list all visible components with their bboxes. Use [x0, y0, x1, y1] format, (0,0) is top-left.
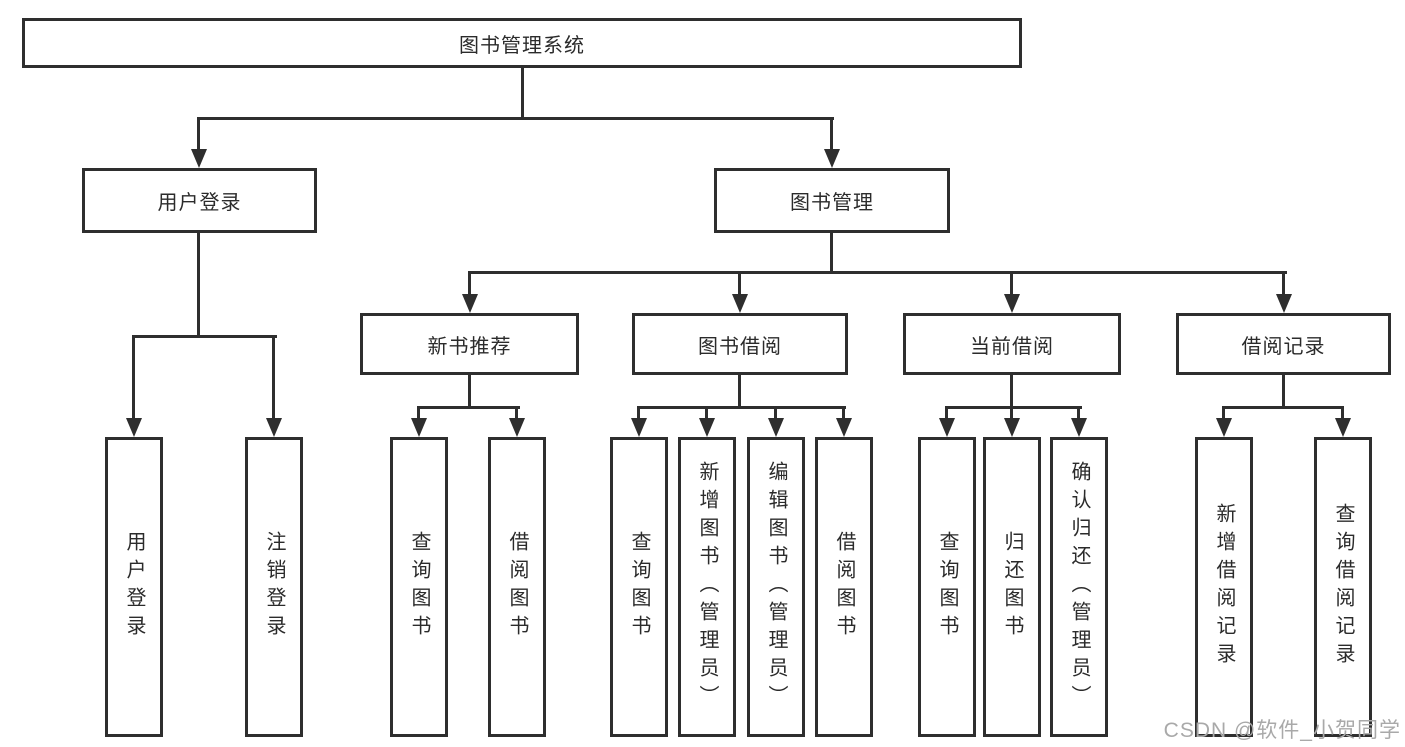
node-new-book-recommend: 新书推荐: [360, 313, 579, 375]
connector-line: [272, 335, 275, 420]
connector-line: [468, 271, 471, 297]
leaf-cb-query-books: 查询图书: [918, 437, 976, 737]
connector-line: [738, 375, 741, 409]
node-borrow-records: 借阅记录: [1176, 313, 1391, 375]
connector-line: [1010, 406, 1013, 420]
connector-line: [1222, 406, 1225, 420]
arrow-down-icon: [411, 418, 427, 437]
node-current-borrow: 当前借阅: [903, 313, 1121, 375]
arrow-down-icon: [266, 418, 282, 437]
leaf-nbr-query-books: 查询图书: [390, 437, 448, 737]
connector-line: [515, 406, 518, 420]
connector-line: [1222, 406, 1344, 409]
connector-line: [705, 406, 708, 420]
leaf-cb-return-books: 归还图书: [983, 437, 1041, 737]
connector-line: [197, 117, 834, 120]
connector-line: [637, 406, 846, 409]
node-user-login: 用户登录: [82, 168, 317, 233]
connector-line: [521, 68, 524, 120]
connector-line: [842, 406, 845, 420]
arrow-down-icon: [939, 418, 955, 437]
connector-line: [468, 271, 1287, 274]
arrow-down-icon: [1216, 418, 1232, 437]
arrow-down-icon: [1335, 418, 1351, 437]
arrow-down-icon: [509, 418, 525, 437]
connector-line: [468, 375, 471, 409]
leaf-bb-add-books-admin: 新增图书（管理员）: [678, 437, 736, 737]
connector-line: [417, 406, 520, 409]
arrow-down-icon: [732, 294, 748, 313]
connector-line: [197, 117, 200, 150]
leaf-br-add-record: 新增借阅记录: [1195, 437, 1253, 737]
connector-line: [1282, 375, 1285, 409]
connector-line: [1341, 406, 1344, 420]
connector-line: [1010, 271, 1013, 297]
arrow-down-icon: [191, 149, 207, 168]
leaf-bb-query-books: 查询图书: [610, 437, 668, 737]
connector-line: [945, 406, 948, 420]
node-book-borrow: 图书借阅: [632, 313, 848, 375]
leaf-br-query-record: 查询借阅记录: [1314, 437, 1372, 737]
connector-line: [738, 271, 741, 297]
arrow-down-icon: [768, 418, 784, 437]
arrow-down-icon: [1071, 418, 1087, 437]
connector-line: [945, 406, 1082, 409]
connector-line: [637, 406, 640, 420]
node-book-management: 图书管理: [714, 168, 950, 233]
connector-line: [774, 406, 777, 420]
arrow-down-icon: [631, 418, 647, 437]
arrow-down-icon: [1004, 294, 1020, 313]
arrow-down-icon: [1004, 418, 1020, 437]
arrow-down-icon: [126, 418, 142, 437]
csdn-watermark: CSDN @软件_小贺同学: [1163, 719, 1401, 742]
connector-line: [1282, 271, 1285, 297]
leaf-nbr-borrow-books: 借阅图书: [488, 437, 546, 737]
leaf-cb-confirm-return-admin: 确认归还（管理员）: [1050, 437, 1108, 737]
leaf-user-login: 用户登录: [105, 437, 163, 737]
connector-line: [1077, 406, 1080, 420]
leaf-bb-borrow-books: 借阅图书: [815, 437, 873, 737]
arrow-down-icon: [1276, 294, 1292, 313]
node-root: 图书管理系统: [22, 18, 1022, 68]
connector-line: [1010, 375, 1013, 409]
arrow-down-icon: [824, 149, 840, 168]
arrow-down-icon: [699, 418, 715, 437]
arrow-down-icon: [462, 294, 478, 313]
arrow-down-icon: [836, 418, 852, 437]
connector-line: [830, 117, 833, 150]
leaf-logout: 注销登录: [245, 437, 303, 737]
connector-line: [830, 233, 833, 274]
connector-line: [132, 335, 277, 338]
leaf-bb-edit-books-admin: 编辑图书（管理员）: [747, 437, 805, 737]
connector-line: [132, 335, 135, 420]
connector-line: [197, 233, 200, 338]
connector-line: [417, 406, 420, 420]
